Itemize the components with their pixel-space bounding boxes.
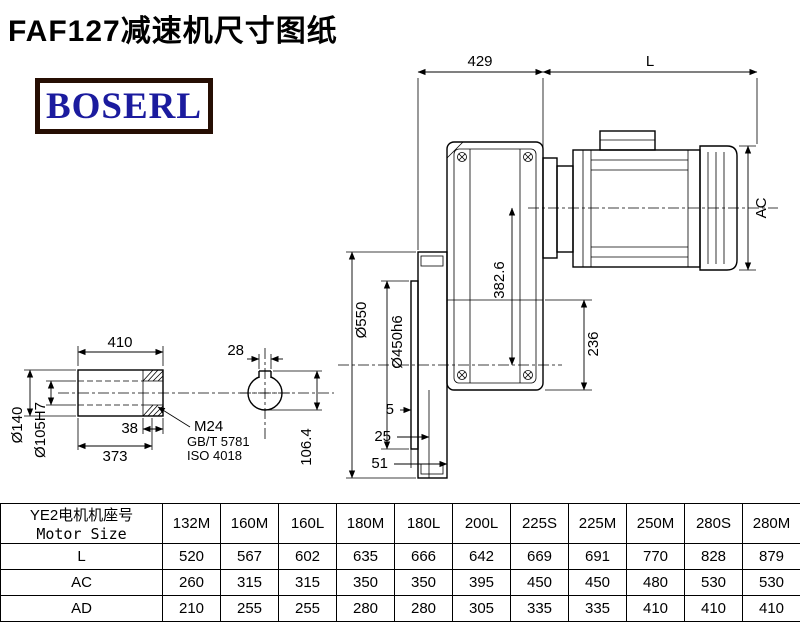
column-header: 225M bbox=[569, 504, 627, 544]
table-cell: 315 bbox=[221, 570, 279, 596]
dim-center-height-label: 382.6 bbox=[491, 261, 508, 299]
table-cell: 410 bbox=[743, 596, 800, 622]
shaft-detail: 410 38 373 Ø140 Ø105H7 M24 GB/T 5781 ISO… bbox=[9, 334, 334, 465]
table-cell: 350 bbox=[337, 570, 395, 596]
row-label: AC bbox=[1, 570, 163, 596]
dim-flange-dia-label: Ø550 bbox=[353, 302, 370, 339]
row-label: L bbox=[1, 544, 163, 570]
column-header: 180M bbox=[337, 504, 395, 544]
table-row-ac: AC 260 315 315 350 350 395 450 450 480 5… bbox=[1, 570, 800, 596]
column-header: 225S bbox=[511, 504, 569, 544]
table-cell: 635 bbox=[337, 544, 395, 570]
table-cell: 669 bbox=[511, 544, 569, 570]
motor-size-table: YE2电机机座号 Motor Size 132M 160M 160L 180M … bbox=[0, 503, 800, 622]
table-cell: 210 bbox=[163, 596, 221, 622]
dim-outer-dia-label: Ø140 bbox=[9, 407, 26, 444]
table-cell: 255 bbox=[221, 596, 279, 622]
table-cell: 335 bbox=[569, 596, 627, 622]
table-cell: 642 bbox=[453, 544, 511, 570]
table-row-l: L 520 567 602 635 666 642 669 691 770 82… bbox=[1, 544, 800, 570]
table-cell: 691 bbox=[569, 544, 627, 570]
main-view-dimensions: 429 L AC Ø550 Ø450h6 382.6 236 5 25 51 bbox=[346, 53, 770, 478]
table-cell: 305 bbox=[453, 596, 511, 622]
table-cell: 666 bbox=[395, 544, 453, 570]
column-header: 200L bbox=[453, 504, 511, 544]
table-cell: 410 bbox=[685, 596, 743, 622]
dim-bottom-height-label: 236 bbox=[585, 331, 602, 356]
column-header: 280S bbox=[685, 504, 743, 544]
table-cell: 450 bbox=[569, 570, 627, 596]
column-header: 280M bbox=[743, 504, 800, 544]
table-cell: 350 bbox=[395, 570, 453, 596]
table-cell: 530 bbox=[685, 570, 743, 596]
column-header: 160M bbox=[221, 504, 279, 544]
table-cell: 280 bbox=[337, 596, 395, 622]
table-cell: 567 bbox=[221, 544, 279, 570]
dim-end-length-label: 38 bbox=[121, 420, 138, 437]
motor-size-label-en: Motor Size bbox=[1, 525, 162, 543]
dim-offset-a-label: 5 bbox=[386, 401, 394, 418]
column-header: 132M bbox=[163, 504, 221, 544]
table-cell: 260 bbox=[163, 570, 221, 596]
column-header: 250M bbox=[627, 504, 685, 544]
table-cell: 315 bbox=[279, 570, 337, 596]
table-cell: 335 bbox=[511, 596, 569, 622]
dim-bore-dia-label: Ø105H7 bbox=[32, 402, 49, 458]
table-cell: 255 bbox=[279, 596, 337, 622]
table-cell: 770 bbox=[627, 544, 685, 570]
dim-bore-length-label: 373 bbox=[102, 448, 127, 465]
dim-offset-c-label: 51 bbox=[371, 455, 388, 472]
standard-gb-label: GB/T 5781 bbox=[187, 434, 250, 449]
table-row-ad: AD 210 255 255 280 280 305 335 335 410 4… bbox=[1, 596, 800, 622]
standard-iso-label: ISO 4018 bbox=[187, 448, 242, 463]
table-cell: 828 bbox=[685, 544, 743, 570]
table-cell: 879 bbox=[743, 544, 800, 570]
dim-depth-label: 429 bbox=[467, 53, 492, 70]
thread-spec-label: M24 bbox=[194, 418, 223, 435]
table-header-row: YE2电机机座号 Motor Size 132M 160M 160L 180M … bbox=[1, 504, 800, 544]
dim-keyway-height-label: 106.4 bbox=[298, 428, 315, 466]
column-header: 160L bbox=[279, 504, 337, 544]
motor-size-label-cn: YE2电机机座号 bbox=[1, 504, 162, 525]
dim-keyway-width-label: 28 bbox=[227, 342, 244, 359]
dim-spigot-dia-label: Ø450h6 bbox=[389, 315, 406, 368]
table-cell: 480 bbox=[627, 570, 685, 596]
dim-ac-label: AC bbox=[753, 197, 770, 218]
row-label: AD bbox=[1, 596, 163, 622]
dim-offset-b-label: 25 bbox=[374, 428, 391, 445]
table-cell: 280 bbox=[395, 596, 453, 622]
table-cell: 530 bbox=[743, 570, 800, 596]
table-cell: 450 bbox=[511, 570, 569, 596]
dim-motor-length-label: L bbox=[646, 53, 654, 70]
motor-size-header-cell: YE2电机机座号 Motor Size bbox=[1, 504, 163, 544]
table-cell: 410 bbox=[627, 596, 685, 622]
table-cell: 602 bbox=[279, 544, 337, 570]
main-view bbox=[338, 131, 778, 478]
dim-shaft-length-label: 410 bbox=[107, 334, 132, 351]
table-cell: 395 bbox=[453, 570, 511, 596]
column-header: 180L bbox=[395, 504, 453, 544]
table-cell: 520 bbox=[163, 544, 221, 570]
